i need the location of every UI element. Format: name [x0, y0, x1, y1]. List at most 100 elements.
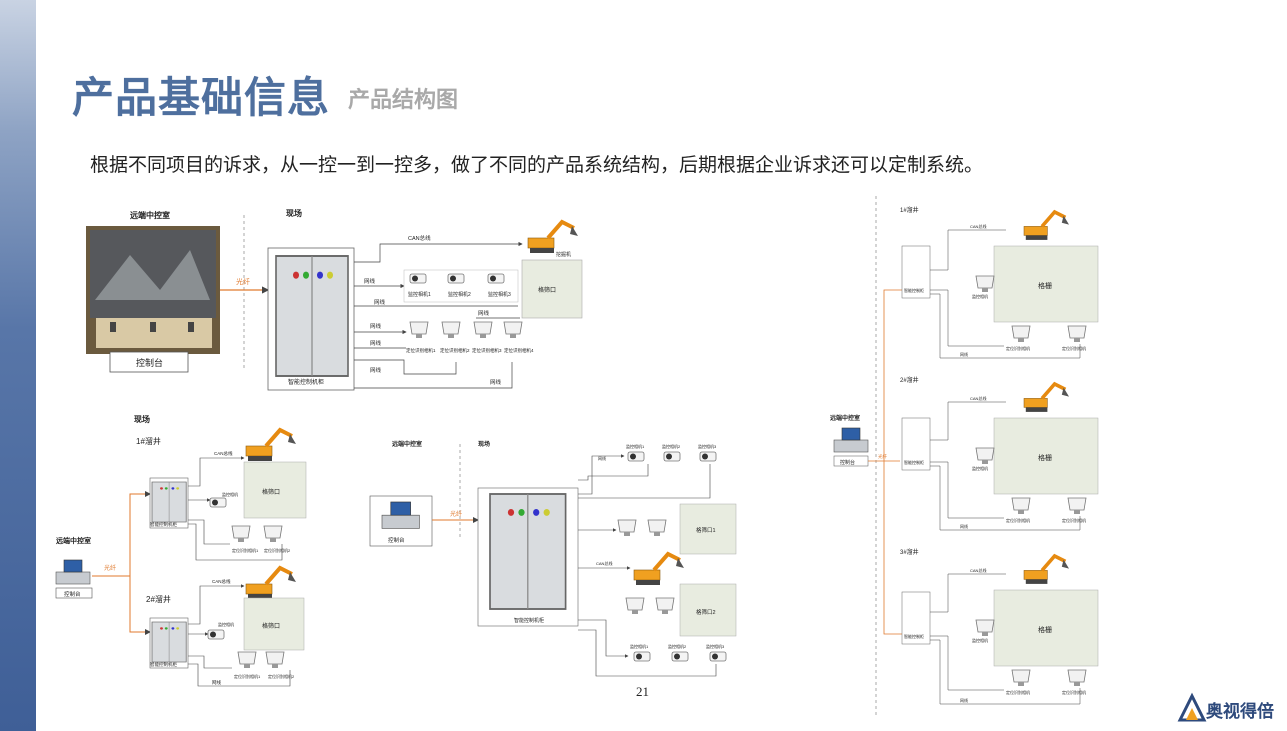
d1-area-label: 格筛口 — [538, 286, 556, 294]
d4-well-1-area: 格栅 — [1038, 281, 1052, 290]
d2-well-2-camera: 监控相机 — [218, 621, 234, 627]
d1-console-label: 控制台 — [136, 357, 163, 368]
d1-remote-label: 远端中控室 — [130, 210, 170, 220]
brand-logo-text: 奥视得倍 — [1206, 702, 1274, 721]
d2-can-label-1: CAN总线 — [214, 450, 233, 456]
d3-cam-bottom-3: 监控相机3 — [706, 643, 725, 649]
d1-cam-1: 监控相机1 — [408, 291, 431, 298]
d3-cam-top-1: 监控相机1 — [626, 443, 645, 449]
d4-well-1-sensor-1: 定位识别相机 — [1006, 345, 1030, 351]
d1-net-label-7: 网线 — [490, 378, 502, 386]
d4-net-1: 网线 — [960, 351, 968, 357]
d1-sensor-3: 定位识别相机3 — [472, 347, 502, 354]
d2-net-label: 网线 — [212, 679, 221, 686]
d3-console-label: 控制台 — [388, 536, 405, 544]
page-subtitle: 产品结构图 — [348, 87, 459, 112]
d4-fiber-label: 光纤 — [878, 453, 887, 460]
d2-fiber-label: 光纤 — [104, 564, 116, 572]
d3-can-label: CAN总线 — [596, 560, 612, 566]
d4-well-2-sensor-2: 定位识别相机 — [1062, 517, 1086, 523]
d4-console-label: 控制台 — [840, 459, 855, 466]
d4-well-3-label: 3#溜井 — [900, 548, 919, 556]
d4-well-2-label: 2#溜井 — [900, 376, 919, 384]
d2-well-2-sensor-2: 定位识别相机2 — [268, 673, 295, 679]
d4-well-1-camera: 监控相机 — [972, 293, 988, 299]
d2-well-1-cabinet: 智能控制机柜 — [150, 521, 177, 528]
d4-can-1: CAN总线 — [970, 223, 986, 229]
d4-well-3-area: 格栅 — [1038, 625, 1052, 634]
d3-area-1: 格筛口1 — [696, 526, 716, 534]
control-room-photo — [86, 226, 220, 354]
diagram-single-cabinet: 远端中控室 现场 控制台 光纤 智能控制机柜 CAN总线 挖掘机 格筛口 — [86, 208, 583, 391]
d1-can-label: CAN总线 — [408, 234, 431, 242]
d2-well-2-area: 格筛口 — [262, 622, 280, 630]
d2-well-1-sensor-2: 定位识别相机2 — [264, 547, 291, 553]
d4-remote-label: 远端中控室 — [830, 414, 860, 422]
d1-net-label-5: 网线 — [370, 339, 382, 347]
d2-site-label: 现场 — [134, 414, 150, 424]
d4-well-3-cabinet: 智能控制柜 — [904, 633, 924, 639]
page-description: 根据不同项目的诉求，从一控一到一控多，做了不同的产品系统结构，后期根据企业诉求还… — [90, 155, 984, 176]
diagram-two-wells: 现场 远端中控室 控制台 光纤 1#溜井 智能控制机柜 CAN总线 格筛口 监控… — [55, 414, 307, 687]
d3-area-2: 格筛口2 — [696, 608, 716, 616]
d3-cabinet-label: 智能控制机柜 — [514, 617, 544, 624]
d4-well-3: 3#溜井 智能控制柜 CAN总线 格栅 监控相机 定位识别相机 定位识别相机 网… — [900, 548, 1099, 705]
brand-logo — [1177, 692, 1207, 722]
d1-fiber-label: 光纤 — [236, 277, 250, 286]
d2-well-1-camera: 监控相机 — [222, 491, 238, 497]
d1-net-label-6: 网线 — [370, 366, 382, 374]
d4-well-2-sensor-1: 定位识别相机 — [1006, 517, 1030, 523]
d4-net-2: 网线 — [960, 523, 968, 529]
d1-sensor-4: 定位识别相机4 — [504, 347, 534, 354]
d1-excavator-label: 挖掘机 — [556, 251, 571, 258]
d1-net-label-2: 网线 — [374, 298, 386, 306]
d4-well-1-sensor-2: 定位识别相机 — [1062, 345, 1086, 351]
d1-sensor-row: 网线 网线 定位识别相机1 定位识别相机2 定位识别相机3 定位识别相机4 网线… — [354, 321, 534, 389]
d3-cam-bottom-2: 监控相机2 — [668, 643, 687, 649]
d2-well-1-area: 格筛口 — [262, 488, 280, 496]
d3-cam-top-2: 监控相机2 — [662, 443, 681, 449]
d1-camera-row: 网线 监控相机1 监控相机2 监控相机3 网线 网线 — [354, 269, 520, 319]
d1-cabinet-label: 智能控制机柜 — [288, 378, 324, 386]
d4-well-3-sensor-2: 定位识别相机 — [1062, 689, 1086, 695]
d4-well-3-sensor-1: 定位识别相机 — [1006, 689, 1030, 695]
d4-well-2-area: 格栅 — [1038, 453, 1052, 462]
page-title: 产品基础信息 — [72, 74, 331, 121]
diagram-multi-area: 远端中控室 现场 控制台 光纤 智能控制机柜 监控相机1 监控相机2 监控相机3… — [369, 440, 737, 677]
d4-well-2-cabinet: 智能控制柜 — [904, 459, 924, 465]
d2-can-label-2: CAN总线 — [212, 578, 231, 584]
d4-well-1: 1#溜井 智能控制柜 CAN总线 格栅 监控相机 定位识别相机 定位识别相机 网… — [900, 206, 1099, 359]
d3-net-1: 网线 — [598, 455, 606, 461]
d3-site-label: 现场 — [478, 440, 490, 448]
d2-well-1-label: 1#溜井 — [136, 436, 161, 446]
d1-net-label-4: 网线 — [370, 322, 382, 330]
d2-well-1-sensor-1: 定位识别相机1 — [232, 547, 259, 553]
d1-cam-2: 监控相机2 — [448, 291, 471, 298]
d4-can-3: CAN总线 — [970, 567, 986, 573]
page-number: 21 — [636, 684, 649, 699]
d1-cam-3: 监控相机3 — [488, 291, 511, 298]
diagram-three-wells: 远端中控室 控制台 光纤 1#溜井 智能控制柜 CAN总线 格栅 监控相机 定位… — [830, 196, 1099, 716]
left-accent-bar — [0, 0, 36, 731]
d1-sensor-2: 定位识别相机2 — [440, 347, 470, 354]
d4-well-2-camera: 监控相机 — [972, 465, 988, 471]
d3-cam-bottom-1: 监控相机1 — [630, 643, 649, 649]
d1-net-label-3: 网线 — [478, 309, 490, 317]
d4-net-3: 网线 — [960, 697, 968, 703]
d4-well-2: 2#溜井 智能控制柜 CAN总线 格栅 监控相机 定位识别相机 定位识别相机 网… — [900, 376, 1099, 531]
d4-well-1-label: 1#溜井 — [900, 206, 919, 214]
d3-cam-top-3: 监控相机3 — [698, 443, 717, 449]
d4-well-1-cabinet: 智能控制柜 — [904, 287, 924, 293]
d2-well-2-sensor-1: 定位识别相机1 — [234, 673, 261, 679]
d2-well-2-label: 2#溜井 — [146, 594, 171, 604]
d4-well-3-camera: 监控相机 — [972, 637, 988, 643]
d2-remote-label: 远端中控室 — [56, 536, 91, 545]
d3-remote-label: 远端中控室 — [392, 440, 422, 448]
d2-console-label: 控制台 — [64, 590, 81, 598]
d1-site-label: 现场 — [286, 208, 302, 218]
d1-sensor-1: 定位识别相机1 — [406, 347, 436, 354]
d1-net-label-1: 网线 — [364, 277, 376, 285]
d2-well-2-cabinet: 智能控制机柜 — [150, 661, 177, 668]
d4-can-2: CAN总线 — [970, 395, 986, 401]
